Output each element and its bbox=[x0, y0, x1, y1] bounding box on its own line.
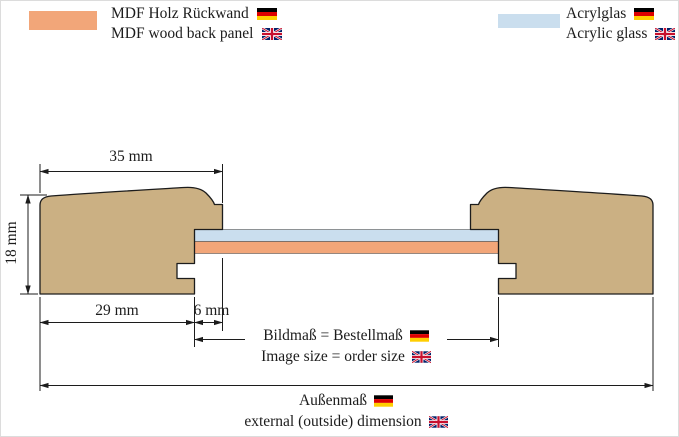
uk-flag-icon bbox=[412, 351, 431, 363]
outer-size-row-en: external (outside) dimension bbox=[244, 411, 447, 432]
dim-label-top-width: 35 mm bbox=[109, 148, 153, 165]
image-size-label-de: Bildmaß = Bestellmaß bbox=[263, 326, 403, 344]
legend-mdf-row-en: MDF wood back panel bbox=[111, 24, 282, 44]
dim-label-bottom-width: 29 mm bbox=[95, 302, 139, 319]
image-size-row-de: Bildmaß = Bestellmaß bbox=[263, 325, 429, 346]
legend-acrylic-label-de: Acrylglas bbox=[566, 5, 627, 22]
image-size-label-block: Bildmaß = Bestellmaß Image size = order … bbox=[245, 325, 447, 367]
legend-acrylic-row-en: Acrylic glass bbox=[566, 24, 675, 44]
outer-size-label-de: Außenmaß bbox=[298, 391, 367, 409]
dim-label-rabbet-depth: 6 mm bbox=[193, 302, 230, 319]
outer-size-label-en: external (outside) dimension bbox=[244, 412, 422, 430]
german-flag-icon bbox=[374, 395, 393, 407]
acrylic-swatch bbox=[498, 14, 560, 28]
german-flag-icon bbox=[410, 330, 429, 342]
outer-size-row-de: Außenmaß bbox=[299, 390, 393, 411]
legend-mdf-label-de: MDF Holz Rückwand bbox=[111, 5, 249, 22]
acrylic-glass-strip bbox=[194, 229, 499, 242]
mdf-swatch bbox=[29, 11, 97, 30]
left-frame-profile bbox=[39, 186, 224, 295]
mdf-swatch-rect bbox=[29, 11, 97, 30]
legend-acrylic: Acrylglas Acrylic glass bbox=[566, 4, 675, 44]
dim-label-frame-height: 18 mm bbox=[3, 221, 20, 265]
right-frame-profile bbox=[469, 186, 654, 295]
image-size-row-en: Image size = order size bbox=[261, 346, 431, 367]
acrylic-swatch-rect bbox=[498, 14, 560, 28]
legend-mdf-row-de: MDF Holz Rückwand bbox=[111, 4, 282, 24]
outer-size-label-block: Außenmaß external (outside) dimension bbox=[171, 390, 521, 432]
mdf-back-panel-strip bbox=[194, 241, 499, 254]
image-size-label-en: Image size = order size bbox=[261, 347, 405, 365]
uk-flag-icon bbox=[429, 416, 448, 428]
legend-mdf-label-en: MDF wood back panel bbox=[111, 25, 254, 42]
legend-mdf: MDF Holz Rückwand MDF wood back panel bbox=[111, 4, 282, 44]
legend-acrylic-row-de: Acrylglas bbox=[566, 4, 675, 24]
legend-acrylic-label-en: Acrylic glass bbox=[566, 25, 648, 42]
